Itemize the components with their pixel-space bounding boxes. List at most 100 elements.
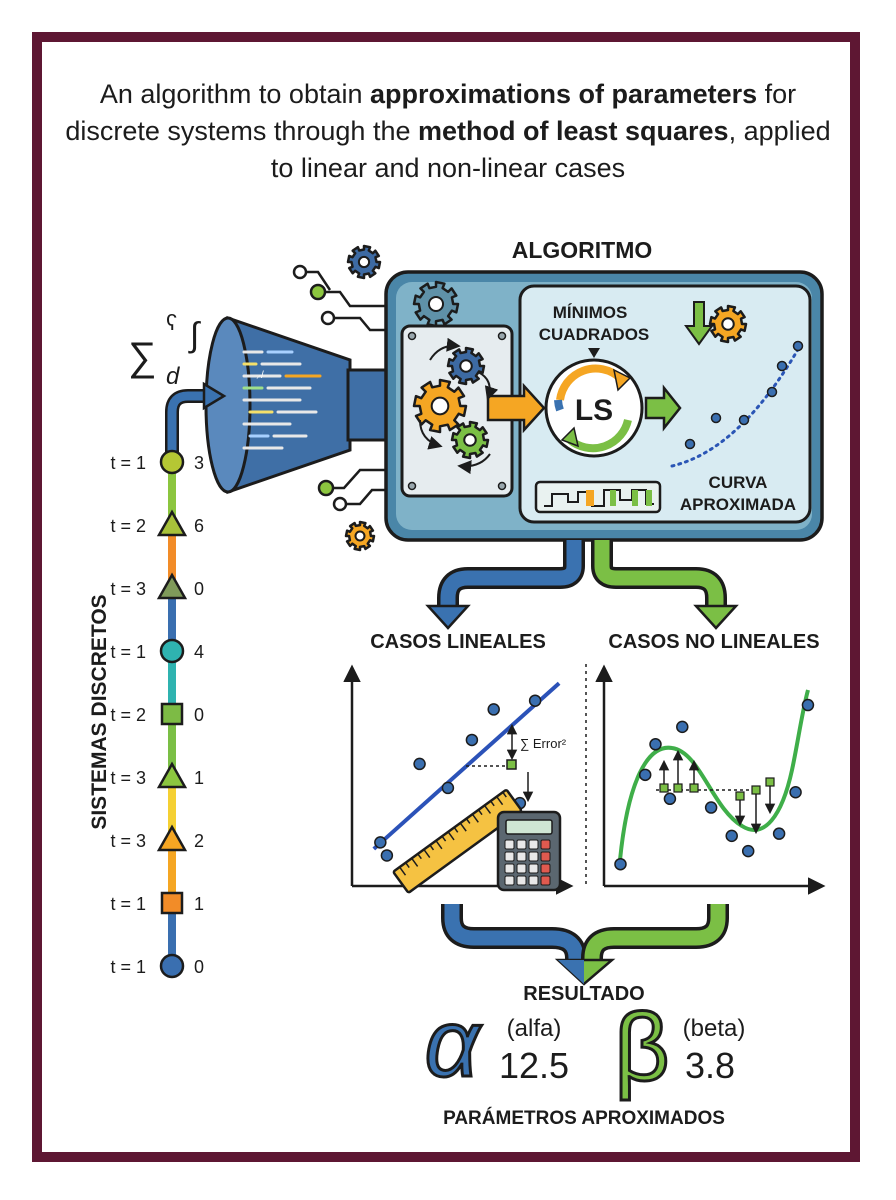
calculator-key: [540, 839, 551, 850]
sample-time-label: t = 1: [110, 453, 146, 473]
page-title: An algorithm to obtain approximations of…: [60, 76, 836, 187]
gear-icon: [446, 346, 486, 386]
sample-time-label: t = 1: [110, 957, 146, 977]
data-point: [614, 857, 627, 871]
sample-value-label: 0: [194, 579, 204, 599]
gear-icon: [708, 304, 748, 344]
sample-value-label: 1: [194, 768, 204, 788]
title-text-3: , applied to linear and non-linear cases: [270, 116, 831, 183]
ruler-icon: [392, 789, 523, 894]
data-point: [663, 792, 677, 806]
funnel-code-glyph: ⸝/: [256, 370, 264, 381]
title-text-1: An algorithm to obtain: [99, 79, 371, 109]
calculator-key: [504, 851, 515, 862]
alpha-value: 12.5: [499, 1045, 569, 1086]
panel-screws: [407, 331, 507, 491]
output-arrow: [644, 384, 682, 432]
curve-points: [684, 340, 804, 450]
sample-time-label: t = 1: [110, 642, 146, 662]
nonlinear-chart: [595, 664, 826, 895]
curve-label-line1: CURVA: [709, 473, 768, 492]
beta-name: (beta): [683, 1015, 746, 1042]
title-bold-1: approximations of parameters: [370, 79, 758, 109]
gear-icon: [346, 244, 382, 280]
approx-params-label: PARÁMETROS APROXIMADOS: [443, 1107, 725, 1129]
title-text-2: for discrete systems through the: [65, 79, 797, 146]
data-point: [413, 757, 426, 771]
sample-time-label: t = 3: [110, 579, 146, 599]
linear-case-heading: CASOS LINEALES: [370, 631, 546, 653]
ls-badge: LS: [575, 394, 613, 427]
data-point: [772, 827, 786, 840]
gear-icon: [412, 378, 468, 434]
sample-value-label: 1: [194, 894, 204, 914]
algorithm-heading: ALGORITMO: [512, 237, 653, 263]
sample-marker-circle: [159, 953, 185, 979]
calculator-key: [504, 875, 515, 886]
data-point: [676, 720, 689, 734]
integral-symbol: ∫: [188, 316, 201, 354]
sample-marker-triangle: [156, 824, 188, 852]
discrete-systems: t = 1 3 t = 2 6 t = 3 0 t = 1 4 t = 2 0 t = 3 1 t = …: [110, 449, 204, 979]
sample-value-label: 4: [194, 642, 204, 662]
calculator-key: [540, 863, 551, 874]
sample-value-label: 3: [194, 453, 204, 473]
data-point: [649, 738, 662, 751]
gear-icon: [412, 280, 460, 328]
beta-value: 3.8: [685, 1045, 735, 1086]
sample-time-label: t = 1: [110, 894, 146, 914]
gear-icon: [344, 520, 376, 552]
alpha-name: (alfa): [507, 1015, 562, 1042]
sample-value-label: 6: [194, 516, 204, 536]
sample-value-label: 0: [194, 957, 204, 977]
sample-time-label: t = 2: [110, 705, 146, 725]
calculator-key: [516, 875, 527, 886]
calculator-key: [528, 863, 539, 874]
data-point: [374, 836, 387, 849]
sample-marker-circle: [159, 638, 185, 664]
data-point: [704, 801, 718, 814]
rotation-arrows: [419, 337, 499, 475]
sample-time-label: t = 3: [110, 831, 146, 851]
calculator-key: [540, 875, 551, 886]
gear-icons: [344, 244, 748, 552]
split-arrows: [425, 540, 739, 630]
sample-marker-triangle: [156, 761, 188, 789]
merge-arrows: [441, 904, 729, 986]
sample-marker-triangle: [156, 572, 188, 600]
signal-strip: [534, 480, 662, 514]
title-bold-2: method of least squares: [417, 116, 729, 146]
error-label: ∑ Error²: [520, 736, 567, 751]
input-arrow-head: [202, 381, 227, 411]
calculator-key: [528, 851, 539, 862]
sample-marker-square: [160, 702, 184, 726]
down-arrow-icon: [684, 301, 714, 346]
input-funnel: ⸝/: [204, 315, 392, 495]
sample-marker-circle: [159, 449, 185, 475]
sample-marker-square: [160, 891, 184, 915]
gear-icon: [450, 420, 490, 460]
sample-marker-triangle: [156, 509, 188, 537]
sample-time-label: t = 2: [110, 516, 146, 536]
sample-time-label: t = 3: [110, 768, 146, 788]
result-heading: RESULTADO: [523, 983, 644, 1005]
error-annotation: ∑ Error²: [466, 723, 567, 803]
calculator-key: [528, 875, 539, 886]
data-point: [789, 786, 802, 799]
discrete-systems-label: SISTEMAS DISCRETOS: [88, 594, 111, 829]
data-point: [638, 768, 652, 782]
calculator-icon: [496, 810, 562, 892]
sigma-symbol: ∑: [128, 335, 157, 379]
sample-value-label: 0: [194, 705, 204, 725]
alpha-symbol: α: [425, 990, 482, 1097]
data-point: [465, 733, 479, 747]
calculator-key: [516, 851, 527, 862]
data-point: [528, 694, 542, 707]
process-arrow: [486, 382, 546, 434]
calculator-key: [540, 851, 551, 862]
data-point: [725, 829, 738, 843]
data-point: [741, 844, 755, 858]
nonlinear-case-heading: CASOS NO LINEALES: [608, 631, 819, 653]
